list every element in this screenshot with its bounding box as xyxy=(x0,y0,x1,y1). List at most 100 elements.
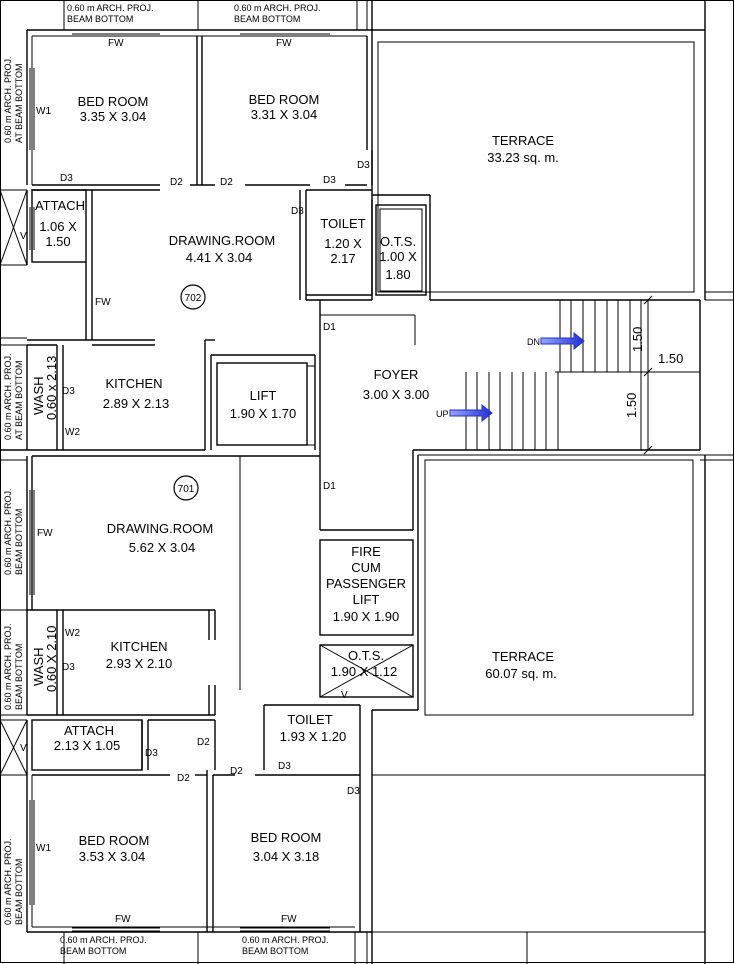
lift-name: LIFT xyxy=(250,388,277,403)
wash-top-dim: 0.60 x 2.13 xyxy=(44,356,59,420)
d2-label-1: D2 xyxy=(170,177,183,188)
flat-702-circle xyxy=(180,284,206,310)
side-note-1a: 0.60 m ARCH. PROJ. xyxy=(3,56,13,143)
d2-label-3: D2 xyxy=(197,737,210,748)
side-note-4b: BEAM BOTTOM xyxy=(14,644,24,710)
w2-label-2: W2 xyxy=(65,628,80,639)
proj-note-top-2b: BEAM BOTTOM xyxy=(234,14,300,24)
lift-dim: 1.90 X 1.70 xyxy=(230,406,297,421)
proj-note-bottom-1: 0.60 m ARCH. PROJ. xyxy=(60,935,147,945)
d3-label-5: D3 xyxy=(62,386,75,397)
v-label-1: V xyxy=(20,231,27,242)
fw-label-5: FW xyxy=(115,914,131,925)
fw-label-3: FW xyxy=(95,297,111,308)
side-note-1b: AT BEAM BOTTOM xyxy=(14,63,24,143)
bed1-dim: 3.35 X 3.04 xyxy=(80,109,147,124)
d2-label-2: D2 xyxy=(220,177,233,188)
d3-label-8: D3 xyxy=(278,761,291,772)
fw-label-4: FW xyxy=(37,528,53,539)
d3-label-2: D3 xyxy=(323,175,336,186)
d1-label-2: D1 xyxy=(323,481,336,492)
fire-lift-l3: PASSENGER xyxy=(326,576,406,591)
ots-top-dim2: 1.80 xyxy=(385,267,410,282)
attach-top-dim2: 1.50 xyxy=(45,234,70,249)
wash-top-name: WASH xyxy=(31,376,46,415)
wash-bottom-dim: 0.60 X 2.10 xyxy=(44,626,59,693)
d3-label-1: D3 xyxy=(60,173,73,184)
proj-note-top-1: 0.60 m ARCH. PROJ. xyxy=(67,3,154,13)
w2-label-1: W2 xyxy=(65,427,80,438)
kitchen-bottom-name: KITCHEN xyxy=(110,639,167,654)
walls-bottom-bedrooms xyxy=(26,770,372,964)
drawing-701-name: DRAWING.ROOM xyxy=(107,521,213,536)
terrace-top-name: TERRACE xyxy=(492,133,554,148)
d2-label-4: D2 xyxy=(177,773,190,784)
d3-label-4: D3 xyxy=(291,206,304,217)
drawing-702-name: DRAWING.ROOM xyxy=(169,233,275,248)
bed1-name: BED ROOM xyxy=(78,94,149,109)
ots-bottom-dim: 1.90 X 1.12 xyxy=(331,664,398,679)
ots-bottom-name: O.T.S. xyxy=(348,648,384,663)
d3-label-7: D3 xyxy=(145,748,158,759)
toilet-top-dim2: 2.17 xyxy=(330,251,355,266)
kitchen-bottom-dim: 2.93 X 2.10 xyxy=(106,656,173,671)
d1-label-1: D1 xyxy=(323,322,336,333)
terrace-top-walls xyxy=(372,0,734,301)
fw-label-6: FW xyxy=(281,914,297,925)
proj-note-top-2: 0.60 m ARCH. PROJ. xyxy=(234,3,321,13)
side-note-3b: BEAM BOTTOM xyxy=(14,509,24,575)
d2-label-5: D2 xyxy=(230,766,243,777)
toilet-top-walls xyxy=(371,200,427,296)
dn-label: DN xyxy=(527,337,540,347)
fire-lift-l1: FIRE xyxy=(351,544,381,559)
stair-dim-c: 1.50 xyxy=(624,393,639,418)
proj-note-top-1b: BEAM BOTTOM xyxy=(67,14,133,24)
toilet-top-dim1: 1.20 X xyxy=(324,236,362,251)
flat-701-circle xyxy=(173,475,199,501)
attach-bottom-walls xyxy=(0,719,216,776)
toilet-bottom-name: TOILET xyxy=(287,712,332,727)
proj-note-bottom-2: 0.60 m ARCH. PROJ. xyxy=(242,935,329,945)
side-note-2a: 0.60 m ARCH. PROJ. xyxy=(3,353,13,440)
d3-label-9: D3 xyxy=(347,786,360,797)
d3-label-6: D3 xyxy=(62,662,75,673)
v-label-3: V xyxy=(341,690,348,701)
fw-label-2: FW xyxy=(276,38,292,49)
kitchen-top-name: KITCHEN xyxy=(105,376,162,391)
stair-dim-a: 1.50 xyxy=(630,327,645,352)
proj-note-bottom-1b: BEAM BOTTOM xyxy=(60,946,126,956)
foyer-name: FOYER xyxy=(374,367,419,382)
terrace-bottom-name: TERRACE xyxy=(492,649,554,664)
terrace-top-area: 33.23 sq. m. xyxy=(487,150,559,165)
bed2-dim: 3.31 X 3.04 xyxy=(251,107,318,122)
drawing-702-walls xyxy=(85,189,415,346)
fire-lift-l2: CUM xyxy=(351,560,381,575)
bed4-dim: 3.04 X 3.18 xyxy=(253,849,320,864)
toilet-bottom-dim: 1.93 X 1.20 xyxy=(280,729,347,744)
v-label-2: V xyxy=(20,743,27,754)
side-note-5b: BEAM BOTTOM xyxy=(14,859,24,925)
w1-label-1: W1 xyxy=(36,106,51,117)
terrace-bottom-walls xyxy=(371,454,734,964)
bed4-name: BED ROOM xyxy=(251,830,322,845)
fire-lift-walls xyxy=(263,539,414,932)
stair-dim-b: 1.50 xyxy=(658,351,683,366)
foyer-dim: 3.00 X 3.00 xyxy=(363,387,430,402)
side-note-2b: AT BEAM BOTTOM xyxy=(14,360,24,440)
attach-top-name: ATTACH xyxy=(35,198,85,213)
up-arrow-icon xyxy=(449,403,493,423)
bed3-name: BED ROOM xyxy=(79,833,150,848)
toilet-top-name: TOILET xyxy=(320,216,365,231)
attach-bottom-dim: 2.13 X 1.05 xyxy=(54,738,121,753)
flat-701-label: 701 xyxy=(178,484,195,495)
fire-lift-dim: 1.90 X 1.90 xyxy=(333,609,400,624)
kitchen-top-walls xyxy=(0,337,320,457)
attach-top-dim1: 1.06 X xyxy=(39,219,77,234)
attach-top-walls xyxy=(0,189,87,266)
bed3-dim: 3.53 X 3.04 xyxy=(79,849,146,864)
kitchen-top-dim: 2.89 X 2.13 xyxy=(103,396,170,411)
attach-bottom-name: ATTACH xyxy=(64,723,114,738)
proj-note-bottom-2b: BEAM BOTTOM xyxy=(242,946,308,956)
drawing-701-dim: 5.62 X 3.04 xyxy=(129,540,196,555)
drawing-702-dim: 4.41 X 3.04 xyxy=(186,250,253,265)
